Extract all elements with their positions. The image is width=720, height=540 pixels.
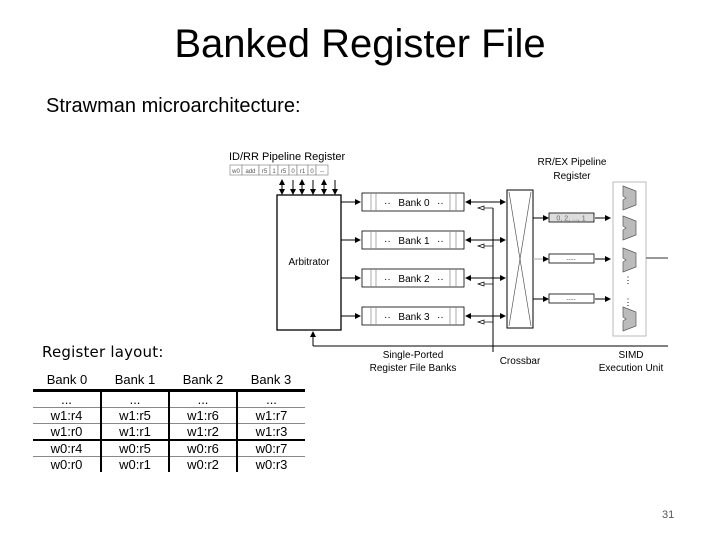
- table-cell: w1:r5: [100, 407, 169, 424]
- rr-ex-label-line2: Register: [553, 171, 591, 182]
- register-file-banks: ·· Bank 0 ·· ·· Bank 1 ·· ·· Bank 2 ·· ·· Bank 3 ··: [341, 192, 506, 326]
- table-cell: w1:r1: [100, 423, 169, 441]
- id-rr-field: add: [241, 164, 260, 176]
- table-cell: w0:r2: [168, 456, 237, 472]
- bank-label: Bank 2: [398, 274, 430, 285]
- simd-execution-unit: ⋮ ⋮: [612, 181, 668, 337]
- id-rr-field: r5: [277, 164, 290, 176]
- caption-banks-line1: Single-Ported: [383, 350, 444, 361]
- id-rr-field: 0: [288, 164, 298, 176]
- table-cell: ...: [168, 390, 237, 408]
- id-rr-register: w0 add r5 1 r5 0 r1 0 --: [229, 164, 329, 176]
- bank-label: Bank 3: [398, 312, 430, 323]
- svg-text:0: 0: [310, 169, 314, 175]
- table-cell: w1:r6: [168, 407, 237, 424]
- svg-text:⋮: ⋮: [624, 297, 633, 307]
- table-cell: w1:r7: [236, 407, 305, 424]
- bank-label: Bank 1: [398, 236, 430, 247]
- table-header: Bank 2: [169, 373, 237, 392]
- table-header: Bank 1: [101, 373, 169, 392]
- svg-text:0, 2, ..., 1: 0, 2, ..., 1: [556, 216, 585, 223]
- svg-text:··: ··: [437, 274, 444, 285]
- alu-icon: [622, 306, 637, 332]
- caption-crossbar: Crossbar: [500, 356, 541, 367]
- svg-text:··: ··: [437, 198, 444, 209]
- table-cell: w1:r0: [33, 423, 101, 441]
- svg-text:r1: r1: [300, 169, 306, 175]
- id-rr-field: r5: [258, 164, 271, 176]
- table-row: w1:r4 w1:r5 w1:r6 w1:r7: [33, 407, 305, 424]
- svg-text:0: 0: [291, 169, 295, 175]
- crossbar: [506, 189, 534, 329]
- slide-subtitle: Strawman microarchitecture:: [46, 95, 301, 117]
- svg-text:··: ··: [384, 198, 391, 209]
- slide-title: Banked Register File: [174, 22, 546, 66]
- rr-ex-entry: 0, 2, ..., 1: [533, 212, 611, 223]
- table-header: Bank 0: [33, 373, 101, 392]
- register-layout-label: Register layout:: [42, 343, 164, 361]
- svg-text:··: ··: [384, 274, 391, 285]
- table-row: ... ... ... ...: [33, 390, 305, 408]
- table-row: w0:r4 w0:r5 w0:r6 w0:r7: [33, 440, 305, 457]
- svg-text:add: add: [245, 169, 255, 175]
- svg-text:⋮: ⋮: [624, 275, 633, 285]
- svg-text:----: ----: [566, 257, 576, 264]
- svg-text:··: ··: [437, 236, 444, 247]
- caption-simd-line1: SIMD: [619, 350, 644, 361]
- caption-banks-line2: Register File Banks: [370, 363, 457, 374]
- table-cell: w0:r4: [33, 440, 101, 457]
- svg-text:----: ----: [566, 297, 576, 304]
- register-layout-table: Bank 0 Bank 1 Bank 2 Bank 3 ... ... ... …: [33, 373, 305, 472]
- table-cell: ...: [236, 390, 305, 408]
- bank-1: ·· Bank 1 ··: [341, 230, 506, 250]
- table-row: w0:r0 w0:r1 w0:r2 w0:r3: [33, 456, 305, 472]
- svg-text:r5: r5: [262, 169, 268, 175]
- bank-label: Bank 0: [398, 198, 430, 209]
- id-rr-field: 1: [269, 164, 279, 176]
- table-row: w1:r0 w1:r1 w1:r2 w1:r3: [33, 423, 305, 441]
- rr-ex-entry: ----: [533, 253, 611, 264]
- alu-icon: [622, 215, 637, 241]
- arbitrator-box: [276, 194, 342, 331]
- bank-0: ·· Bank 0 ··: [341, 192, 506, 212]
- table-cell: w1:r3: [236, 423, 305, 441]
- table-cell: w0:r5: [100, 440, 169, 457]
- table-cell: w0:r7: [236, 440, 305, 457]
- table-cell: w0:r1: [100, 456, 169, 472]
- alu-icon: [622, 185, 637, 211]
- id-rr-field: r1: [296, 164, 309, 176]
- table-cell: ...: [100, 390, 169, 408]
- id-rr-wires: [279, 179, 338, 195]
- id-rr-label: ID/RR Pipeline Register: [229, 151, 345, 163]
- rr-ex-entry: ----: [533, 293, 611, 304]
- arbitrator-label: Arbitrator: [288, 257, 330, 268]
- svg-text:··: ··: [437, 312, 444, 323]
- table-header: Bank 3: [237, 373, 305, 392]
- bank-3: ·· Bank 3 ··: [341, 306, 506, 326]
- svg-text:r5: r5: [281, 169, 287, 175]
- table-cell: w1:r4: [33, 407, 101, 424]
- table-cell: w1:r2: [168, 423, 237, 441]
- svg-text:1: 1: [272, 169, 276, 175]
- page-number: 31: [662, 509, 675, 521]
- svg-text:--: --: [320, 169, 324, 175]
- rr-ex-label-line1: RR/EX Pipeline: [538, 157, 607, 168]
- id-rr-field: w0: [229, 164, 243, 176]
- alu-icon: [622, 247, 637, 273]
- table-cell: w0:r6: [168, 440, 237, 457]
- id-rr-field: 0: [307, 164, 317, 176]
- table-cell: w0:r3: [236, 456, 305, 472]
- table-cell: w0:r0: [50, 457, 83, 472]
- rr-ex-register: 0, 2, ..., 1 ---- ----: [533, 212, 611, 304]
- svg-text:··: ··: [384, 312, 391, 323]
- caption-simd-line2: Execution Unit: [599, 363, 664, 374]
- table-cell: ...: [33, 390, 101, 408]
- id-rr-field: --: [315, 164, 329, 176]
- svg-text:w0: w0: [231, 169, 240, 175]
- bank-2: ·· Bank 2 ··: [341, 268, 506, 288]
- svg-text:··: ··: [384, 236, 391, 247]
